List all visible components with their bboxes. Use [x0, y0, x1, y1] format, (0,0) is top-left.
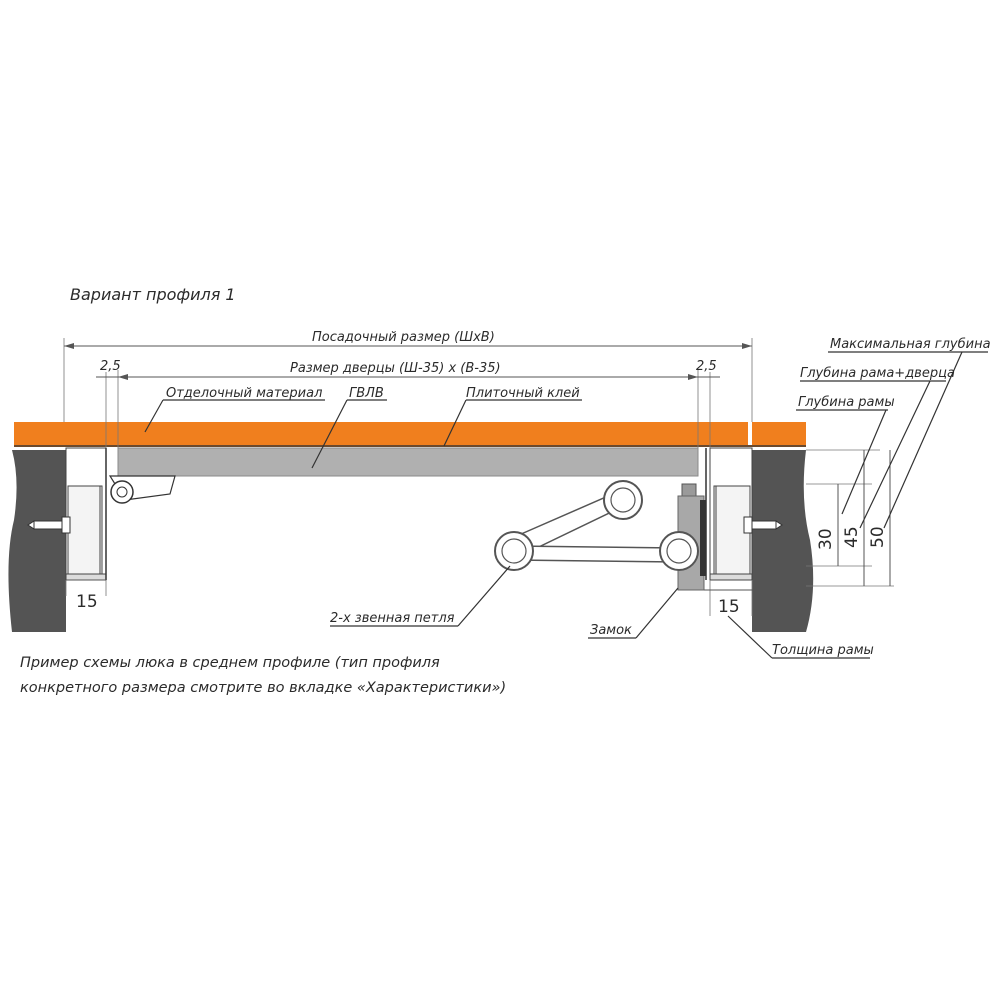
tile-adhesive-leader-arrow: [443, 399, 467, 447]
depth-50-label: 50: [868, 526, 888, 548]
frame-door-depth-leader-arrow: [859, 380, 931, 529]
gap-right-label: 2,5: [696, 359, 717, 374]
diagram-title: Вариант профиля 1: [70, 285, 236, 304]
wall-left: [8, 450, 67, 632]
screw-right: [743, 516, 783, 534]
depth-45-label: 45: [842, 526, 862, 548]
door-size-label: Размер дверцы (Ш-35) х (В-35): [290, 361, 501, 376]
frame-thickness-label: Толщина рамы: [772, 643, 874, 658]
finish-material-label: Отделочный материал: [166, 386, 322, 401]
gvlv-panel: [117, 447, 699, 477]
frame-left-width-label: 15: [76, 592, 98, 612]
frame-left-width-dimension: [65, 579, 107, 596]
tile-adhesive-label: Плиточный клей: [466, 386, 580, 401]
max-depth-leader-arrow: [883, 351, 963, 529]
gap-right-dimension: [688, 372, 720, 448]
frame-depth-label: Глубина рамы: [798, 395, 895, 410]
seat-size-dimension: [63, 338, 753, 422]
frame-profile-right: [705, 447, 753, 581]
wall-right: [752, 450, 814, 632]
seat-size-label: Посадочный размер (ШхВ): [312, 330, 495, 345]
gap-left-label: 2,5: [100, 359, 121, 374]
frame-door-depth-label: Глубина рама+дверца: [800, 366, 955, 381]
hinge-bracket-left: [108, 475, 176, 504]
hinge-label: 2-х звенная петля: [330, 611, 455, 626]
gvlv-label: ГВЛВ: [349, 386, 384, 401]
gap-left-dimension: [96, 372, 128, 448]
depth-extension-lines: [806, 449, 894, 587]
two-link-hinge: [494, 480, 699, 571]
finish-layer-right: [752, 422, 806, 446]
caption-line-1: Пример схемы люка в среднем профиле (тип…: [20, 655, 440, 671]
frame-right-width-dimension: [704, 580, 756, 616]
finish-layer-door: [66, 422, 748, 446]
gvlv-leader-arrow: [311, 399, 348, 469]
caption-line-2: конкретного размера смотрите во вкладке …: [20, 680, 506, 696]
max-depth-label: Максимальная глубина: [830, 337, 991, 352]
lock-label: Замок: [590, 623, 632, 638]
finish-material-leader-arrow: [144, 399, 164, 433]
frame-profile-left: [65, 447, 107, 581]
depth-30-label: 30: [816, 528, 836, 550]
frame-thickness-leader-arrow: [727, 615, 773, 659]
hinge-leader-arrow: [457, 565, 511, 627]
lock-leader-arrow: [635, 587, 679, 639]
frame-depth-leader-arrow: [841, 409, 887, 515]
frame-right-width-label: 15: [718, 597, 740, 617]
screw-left: [27, 516, 71, 534]
finish-layer-left: [14, 422, 66, 446]
